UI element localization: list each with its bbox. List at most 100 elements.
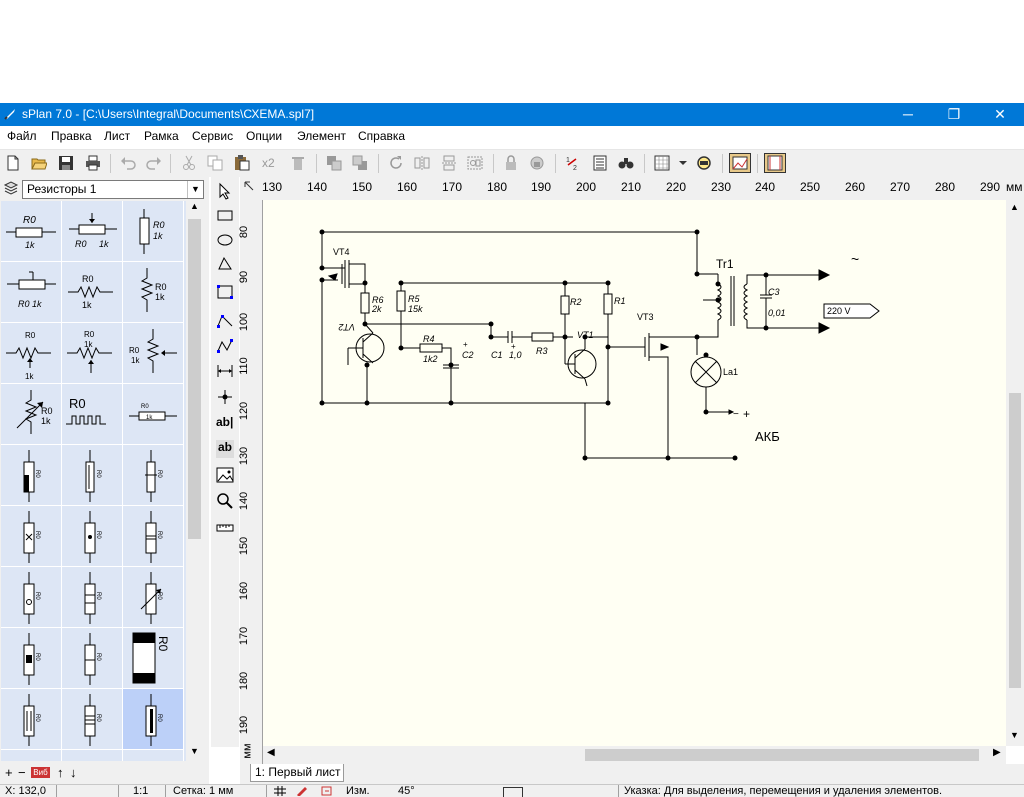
text-icon[interactable]: ab| — [216, 415, 234, 429]
page-frame-icon[interactable] — [764, 153, 786, 173]
new-file-icon[interactable] — [5, 155, 21, 171]
scroll-right-icon[interactable]: ▶ — [993, 747, 1001, 758]
menu-service[interactable]: Сервис — [192, 129, 234, 143]
sheet-tab[interactable]: 1: Первый лист — [250, 764, 344, 782]
frame-icon[interactable] — [729, 153, 751, 173]
menu-edit[interactable]: Правка — [51, 129, 92, 143]
library-item[interactable]: R0 — [123, 506, 184, 567]
undo-icon[interactable] — [120, 155, 136, 171]
library-button[interactable]: Bиб — [31, 767, 50, 778]
image-icon[interactable] — [216, 466, 234, 484]
library-item[interactable]: R0 — [62, 506, 123, 567]
scroll-down-icon[interactable]: ▼ — [1010, 730, 1019, 740]
menu-sheet[interactable]: Лист — [104, 129, 131, 143]
library-item[interactable]: R0 — [123, 567, 184, 628]
snap-pen-icon[interactable] — [296, 786, 308, 796]
status-snap[interactable]: Изм. — [346, 785, 370, 797]
save-icon[interactable] — [58, 155, 74, 171]
print-icon[interactable] — [85, 155, 101, 171]
open-folder-icon[interactable] — [31, 155, 47, 171]
library-scroll-thumb[interactable] — [188, 219, 201, 539]
library-select[interactable]: Резисторы 1 ▼ — [22, 180, 204, 199]
close-button[interactable]: ✕ — [994, 106, 1006, 122]
status-angle[interactable]: 45° — [398, 785, 415, 797]
library-item[interactable]: R0 — [62, 445, 123, 506]
lock-icon[interactable] — [503, 155, 519, 171]
polyline-icon[interactable] — [216, 311, 234, 329]
canvas-vertical-scrollbar[interactable]: ▲ ▼ — [1006, 200, 1024, 746]
curve-icon[interactable] — [216, 337, 234, 355]
menu-element[interactable]: Элемент — [297, 129, 346, 143]
canvas-vscroll-thumb[interactable] — [1009, 393, 1021, 688]
library-item[interactable]: R0 — [1, 445, 62, 506]
rectangle-icon[interactable] — [216, 206, 234, 224]
library-item[interactable] — [123, 750, 184, 761]
remove-library-button[interactable]: − — [18, 765, 26, 780]
pointer-icon[interactable] — [216, 182, 234, 200]
library-item[interactable]: R0 — [62, 567, 123, 628]
delete-icon[interactable] — [290, 155, 306, 171]
drawing-canvas[interactable]: VT4 R6 2k R5 15k VT2 R4 1k2 C2 C1 1,0 R3… — [263, 200, 1006, 746]
rotate-icon[interactable] — [388, 155, 404, 171]
paste-icon[interactable] — [234, 155, 250, 171]
scroll-up-icon[interactable]: ▲ — [190, 201, 199, 211]
chevron-down-icon[interactable] — [677, 155, 689, 171]
library-item-selected[interactable]: R0 — [123, 689, 184, 750]
group-icon[interactable] — [467, 155, 483, 171]
library-books-icon[interactable] — [3, 181, 19, 197]
library-item[interactable]: R0 — [1, 506, 62, 567]
find-icon[interactable] — [618, 155, 634, 171]
grid-snap-icon[interactable] — [274, 786, 286, 796]
library-item[interactable] — [62, 750, 123, 761]
redo-icon[interactable] — [146, 155, 162, 171]
textbox-icon[interactable]: ab — [216, 440, 234, 458]
zoom-icon[interactable] — [696, 155, 712, 171]
scroll-up-icon[interactable]: ▲ — [1010, 202, 1019, 212]
restore-button[interactable]: ❐ — [947, 106, 961, 122]
duplicate-icon[interactable]: x2 — [262, 156, 275, 170]
polygon-icon[interactable] — [216, 255, 234, 273]
to-front-icon[interactable] — [326, 155, 342, 171]
menu-frame[interactable]: Рамка — [144, 129, 179, 143]
minimize-button[interactable]: ─ — [903, 106, 913, 122]
unlock-icon[interactable] — [529, 155, 545, 171]
grid-icon[interactable] — [654, 155, 670, 171]
menu-help[interactable]: Справка — [358, 129, 406, 143]
mirror-h-icon[interactable] — [414, 155, 430, 171]
renumber-icon[interactable]: 12 — [565, 155, 581, 171]
canvas-hscroll-thumb[interactable] — [585, 749, 979, 761]
library-up-button[interactable]: ↑ — [57, 765, 64, 780]
dimension-icon[interactable] — [216, 362, 234, 380]
scroll-down-icon[interactable]: ▼ — [190, 746, 199, 756]
status-grid[interactable]: Сетка: 1 мм — [173, 785, 234, 797]
menu-options[interactable]: Опции — [246, 129, 283, 143]
mirror-v-icon[interactable] — [441, 155, 457, 171]
junction-icon[interactable] — [216, 388, 234, 406]
library-item[interactable]: R0 — [123, 445, 184, 506]
status-color-box[interactable] — [503, 787, 523, 797]
library-item[interactable]: R0 — [62, 384, 123, 445]
library-item[interactable] — [1, 750, 62, 761]
library-item[interactable]: R0 — [1, 689, 62, 750]
menu-file[interactable]: Файл — [7, 129, 37, 143]
ellipse-icon[interactable] — [216, 231, 234, 249]
cut-icon[interactable] — [181, 155, 197, 171]
canvas-horizontal-scrollbar[interactable]: ◀ ▶ — [263, 746, 1006, 764]
library-item[interactable]: R0 — [1, 628, 62, 689]
scroll-left-icon[interactable]: ◀ — [267, 747, 275, 758]
add-library-button[interactable]: + — [5, 765, 13, 780]
measure-icon[interactable] — [216, 519, 234, 537]
library-item[interactable]: R0 — [62, 689, 123, 750]
library-item[interactable]: R0 1k — [1, 262, 62, 323]
library-item[interactable]: R0 — [62, 628, 123, 689]
library-scrollbar[interactable]: ▲ ▼ — [186, 201, 203, 761]
